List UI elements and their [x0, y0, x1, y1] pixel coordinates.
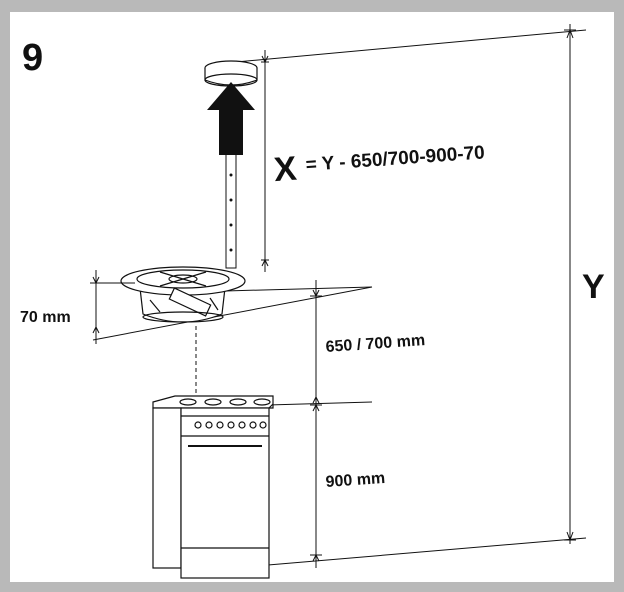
formula-expression: = Y - 650/700-900-70	[305, 142, 485, 175]
cooker	[152, 395, 274, 579]
clearance-label: 650 / 700 mm	[325, 332, 426, 356]
step-number: 9	[22, 37, 43, 79]
up-arrow-icon	[207, 82, 255, 155]
extension-rod	[225, 149, 237, 269]
wall-outline	[92, 29, 587, 566]
cooker-hood	[120, 266, 246, 323]
height-formula: X = Y - 650/700-900-70	[273, 142, 486, 190]
formula-variable: X	[273, 150, 299, 190]
total-height-label: Y	[582, 268, 605, 306]
ceiling-mount	[204, 60, 258, 87]
cooker-height-label: 900 mm	[325, 470, 386, 491]
figure-panel	[10, 12, 614, 582]
hood-height-label: 70 mm	[20, 309, 71, 326]
dimension-lines	[90, 24, 576, 568]
